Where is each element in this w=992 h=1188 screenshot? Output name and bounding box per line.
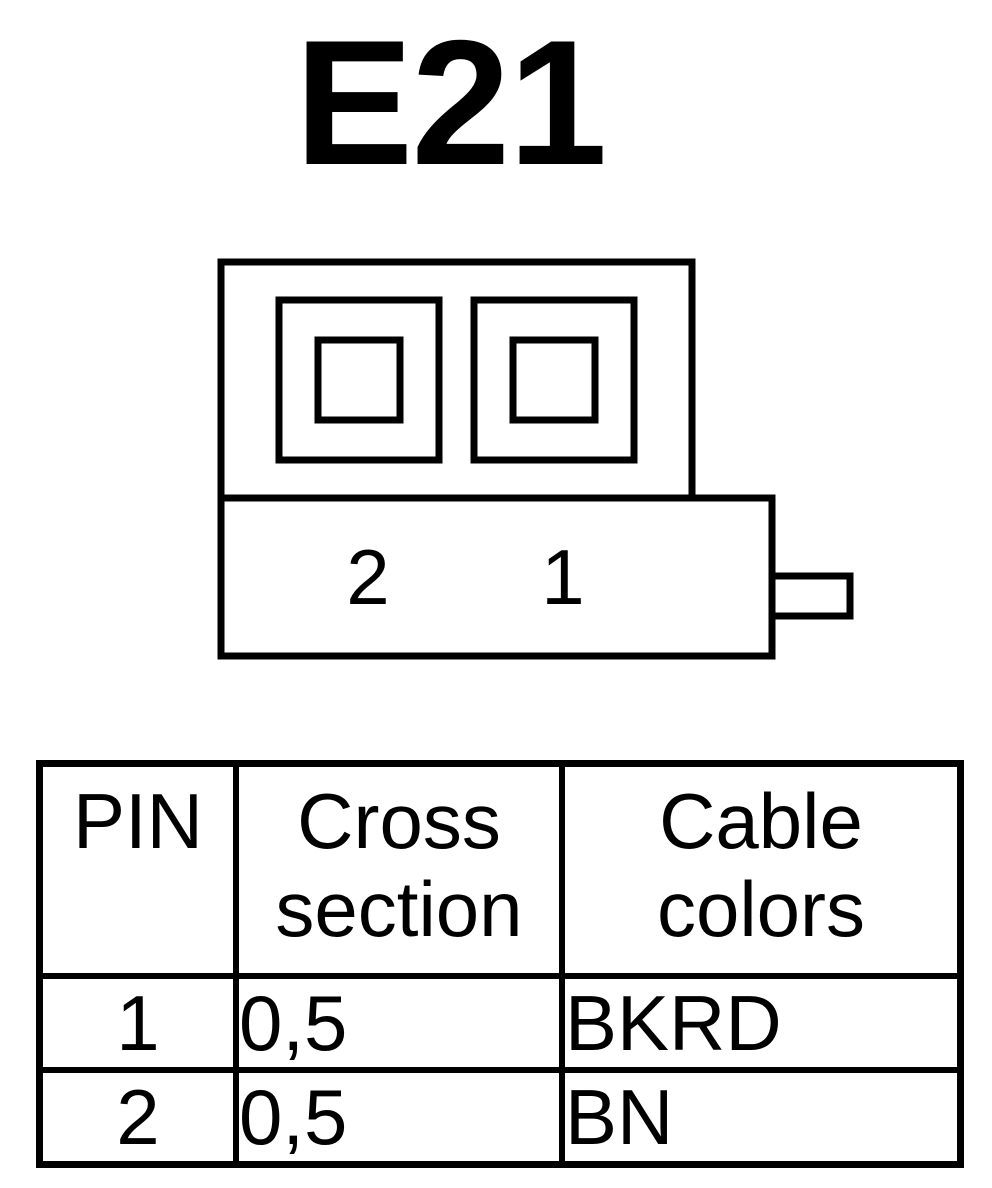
header-pin: PIN [36,760,239,979]
cell-cross-section: 0,5 [233,1067,565,1168]
pin-label-2: 2 [346,533,389,621]
cell-pin: 1 [36,973,239,1073]
cell-cross-section: 0,5 [233,973,565,1073]
cell-cable-color: BKRD [559,973,964,1073]
header-cross-section-line1: Cross [297,777,501,865]
header-cable-colors-line1: Cable [659,777,863,865]
table-row: 1 0,5 BKRD [36,973,964,1073]
pin-cavity-1 [470,296,638,464]
pin-label-1: 1 [541,533,584,621]
header-cross-section-line2: section [275,865,523,953]
header-pin-label: PIN [72,777,204,865]
header-cable-colors-line2: colors [656,865,866,953]
connector-latch [768,572,854,620]
header-cable-colors: Cable colors [559,760,964,979]
header-cross-section: Cross section [233,760,565,979]
pin-table: PIN Cross section Cable colors 1 0,5 BKR… [36,760,964,1168]
cell-pin: 2 [36,1067,239,1168]
pin-cavity-2 [275,296,443,464]
table-header-row: PIN Cross section Cable colors [36,760,964,979]
table-row: 2 0,5 BN [36,1067,964,1168]
connector-diagram: 2 1 [217,258,854,660]
cell-cable-color: BN [559,1067,964,1168]
connector-title: E21 [294,3,608,202]
connector-housing-lower [217,494,776,660]
